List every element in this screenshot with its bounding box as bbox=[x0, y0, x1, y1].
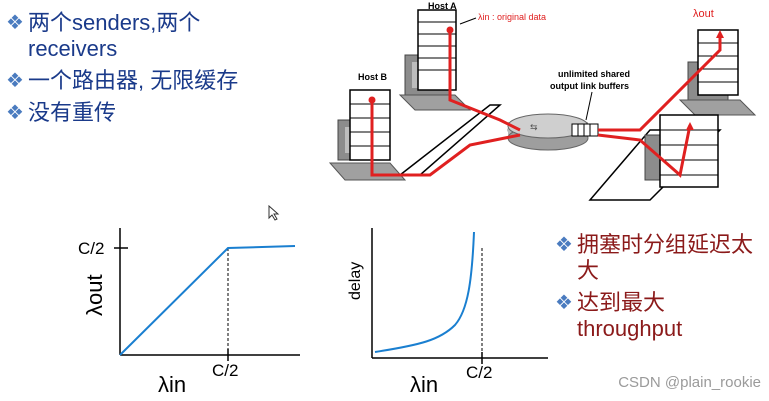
buffer-label-line2: output link buffers bbox=[550, 81, 629, 91]
host-a bbox=[400, 10, 470, 110]
host-b-label: Host B bbox=[358, 72, 388, 82]
mouse-cursor-icon bbox=[268, 205, 280, 221]
host-a-label: Host A bbox=[428, 1, 457, 11]
svg-text:⇆: ⇆ bbox=[530, 122, 538, 132]
right-bullet-list: ❖ 拥塞时分组延迟太大 ❖ 达到最大throughput bbox=[555, 232, 765, 348]
bullet-item: ❖ 达到最大throughput bbox=[555, 290, 765, 342]
output-buffer bbox=[572, 124, 598, 136]
buffer-label-line1: unlimited shared bbox=[558, 69, 630, 79]
bullet-text: 拥塞时分组延迟太大 bbox=[577, 232, 765, 284]
lambda-out-label: λout bbox=[693, 8, 714, 20]
lambda-in-label: λin : original data bbox=[478, 12, 546, 22]
diamond-bullet-icon: ❖ bbox=[555, 290, 577, 316]
bullet-item: ❖ 拥塞时分组延迟太大 bbox=[555, 232, 765, 284]
bullet-text: 达到最大throughput bbox=[577, 290, 765, 342]
diamond-bullet-icon: ❖ bbox=[555, 232, 577, 258]
host-b bbox=[330, 90, 405, 180]
watermark: CSDN @plain_rookie bbox=[618, 374, 761, 391]
receiver-bottom bbox=[645, 115, 718, 187]
receiver-top bbox=[680, 30, 755, 115]
